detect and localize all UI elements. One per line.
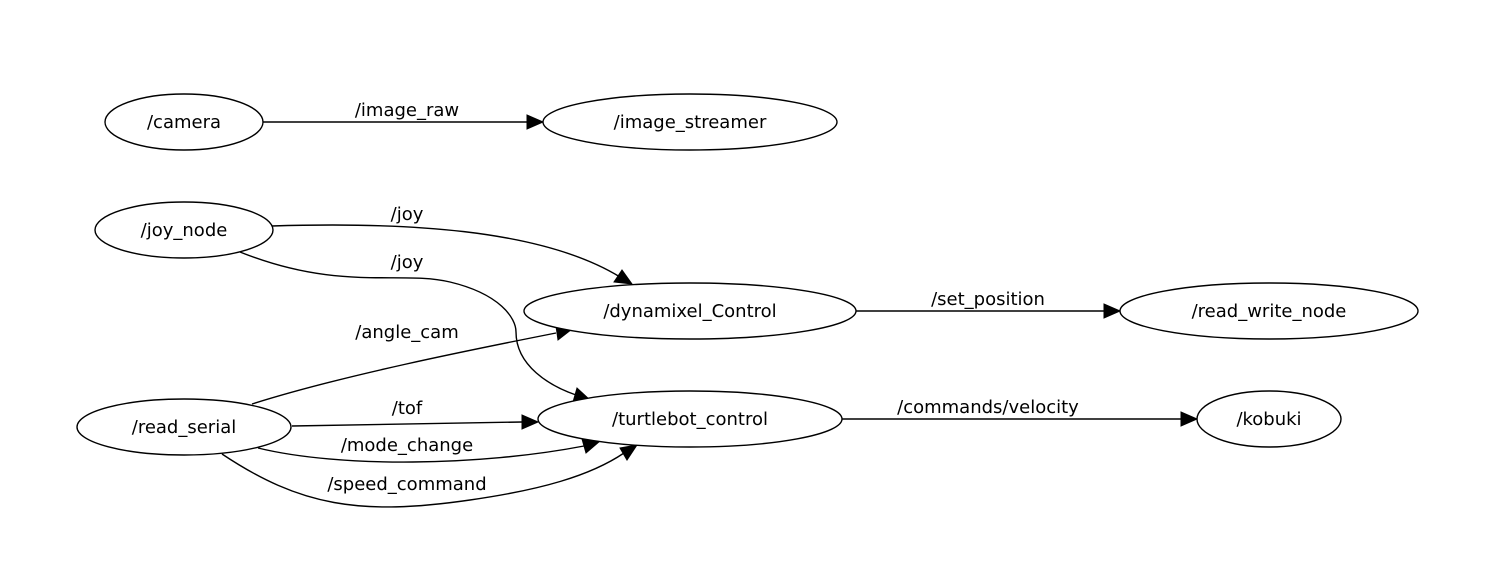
edge-label-commands-velocity: /commands/velocity — [897, 397, 1079, 418]
node-label-camera: /camera — [147, 112, 221, 133]
edge-commands-velocity: /commands/velocity — [842, 397, 1199, 427]
node-kobuki[interactable]: /kobuki — [1196, 390, 1342, 448]
edge-tof: /tof — [291, 398, 540, 430]
node-image-streamer[interactable]: /image_streamer — [542, 93, 838, 151]
node-read-write-node[interactable]: /read_write_node — [1119, 282, 1419, 340]
edge-image-raw: /image_raw — [263, 100, 545, 130]
edge-speed-command: /speed_command — [221, 444, 639, 508]
node-label-image-streamer: /image_streamer — [614, 112, 767, 133]
node-camera[interactable]: /camera — [104, 93, 264, 151]
node-label-kobuki: /kobuki — [1236, 409, 1301, 430]
node-label-turtlebot-control: /turtlebot_control — [612, 409, 768, 430]
edge-label-joy-to-turtlebot: /joy — [391, 252, 424, 273]
node-read-serial[interactable]: /read_serial — [76, 398, 292, 456]
node-label-read-serial: /read_serial — [132, 417, 236, 438]
node-joy-node[interactable]: /joy_node — [94, 201, 274, 259]
edge-mode-change: /mode_change — [257, 435, 602, 463]
node-label-read-write-node: /read_write_node — [1192, 301, 1347, 322]
node-dynamixel-control[interactable]: /dynamixel_Control — [523, 282, 857, 340]
edge-joy-to-dynamixel: /joy — [271, 204, 634, 285]
edge-set-position: /set_position — [856, 289, 1122, 319]
edge-angle-cam: /angle_cam — [251, 322, 574, 405]
node-label-dynamixel-control: /dynamixel_Control — [603, 301, 776, 322]
node-turtlebot-control[interactable]: /turtlebot_control — [537, 390, 843, 448]
edge-label-angle-cam: /angle_cam — [355, 322, 458, 343]
node-label-joy-node: /joy_node — [141, 220, 228, 241]
edge-label-tof: /tof — [392, 398, 423, 419]
edge-label-image-raw: /image_raw — [355, 100, 459, 121]
edge-label-mode-change: /mode_change — [341, 435, 473, 456]
edge-label-joy-to-dynamixel: /joy — [391, 204, 424, 225]
edge-label-set-position: /set_position — [931, 289, 1045, 310]
edge-label-speed-command: /speed_command — [327, 474, 486, 495]
